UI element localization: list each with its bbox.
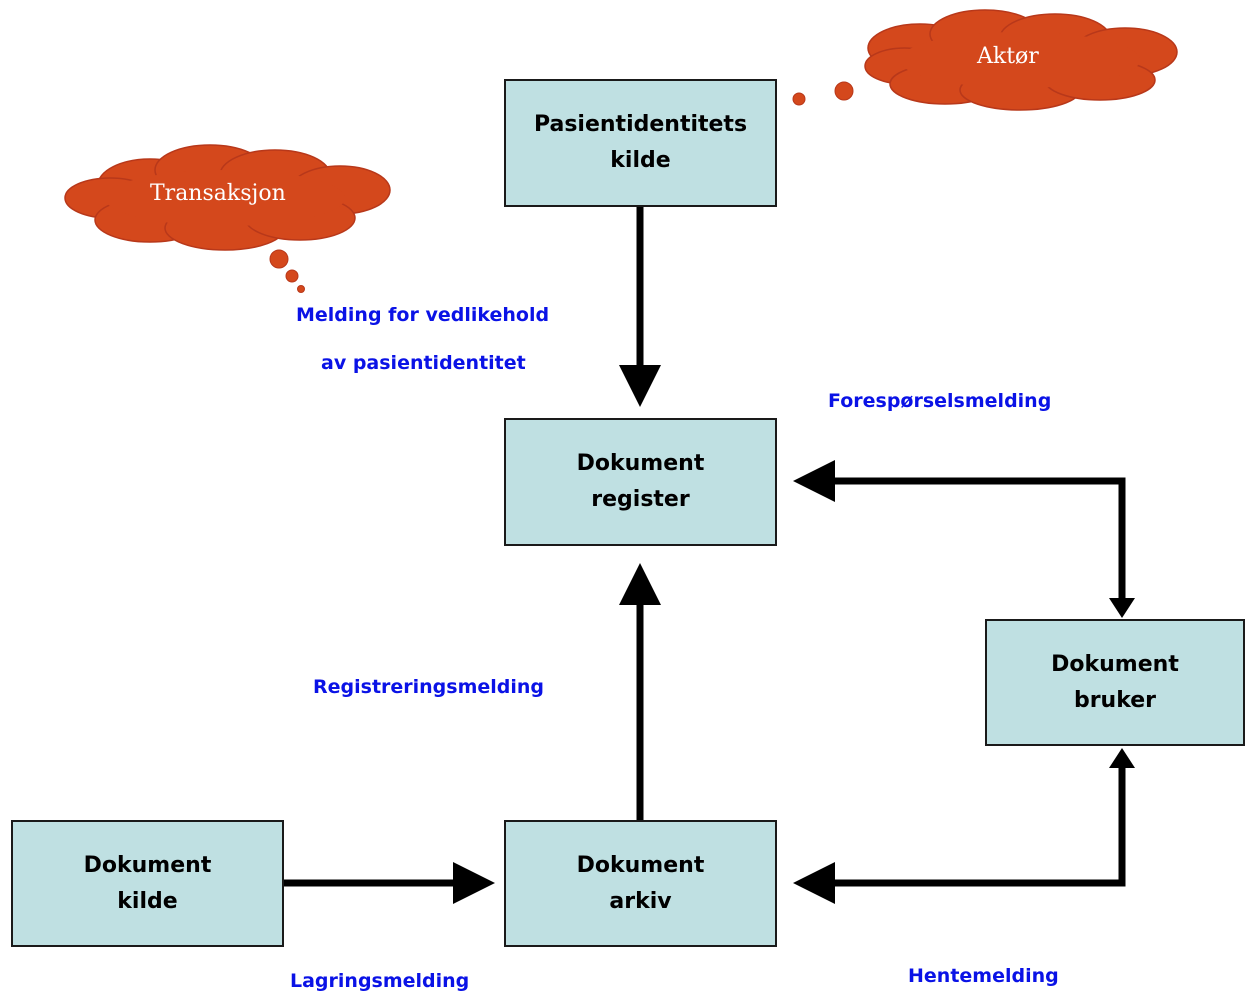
connector-register-bruker xyxy=(793,460,1126,600)
message-registrering: Registreringsmelding xyxy=(313,676,545,698)
connector-arkiv-bruker xyxy=(793,766,1126,904)
box-label-register: Dokument register xyxy=(576,451,705,512)
cloud-bubble-transaksjon-2 xyxy=(285,269,299,283)
box-dokument-kilde: Dokument kilde xyxy=(11,820,284,947)
box-label-pasient: Pasientidentitets kilde xyxy=(533,112,748,173)
message-foresporsel: Forespørselsmelding xyxy=(828,390,1052,412)
cloud-aktor xyxy=(864,9,1178,111)
box-label-kilde: Dokument kilde xyxy=(83,852,212,914)
message-hente: Hentemelding xyxy=(908,965,1059,987)
box-label-arkiv: Dokument arkiv xyxy=(576,852,705,914)
arrowhead-into-bruker-bottom xyxy=(1109,748,1135,768)
cloud-bubble-aktor-2 xyxy=(792,92,806,106)
cloud-transaksjon xyxy=(64,144,391,251)
box-dokument-arkiv: Dokument arkiv xyxy=(504,820,777,947)
box-pasientidentitets-kilde: Pasientidentitets kilde xyxy=(504,79,777,207)
message-lagring: Lagringsmelding xyxy=(290,970,470,992)
box-dokument-register: Dokument register xyxy=(504,418,777,546)
box-dokument-bruker: Dokument bruker xyxy=(985,619,1245,746)
cloud-bubble-transaksjon-3 xyxy=(297,285,305,293)
cloud-bubble-transaksjon-1 xyxy=(269,249,289,269)
cloud-label-transaksjon: Transaksjon xyxy=(150,181,286,206)
cloud-label-aktor: Aktør xyxy=(977,44,1039,69)
arrowhead-into-bruker-top xyxy=(1109,598,1135,618)
message-vedlikehold-line2: av pasientidentitet xyxy=(321,352,526,374)
box-label-bruker: Dokument bruker xyxy=(1051,651,1179,713)
message-vedlikehold-line1: Melding for vedlikehold xyxy=(296,304,550,326)
cloud-bubble-aktor-1 xyxy=(834,81,854,101)
